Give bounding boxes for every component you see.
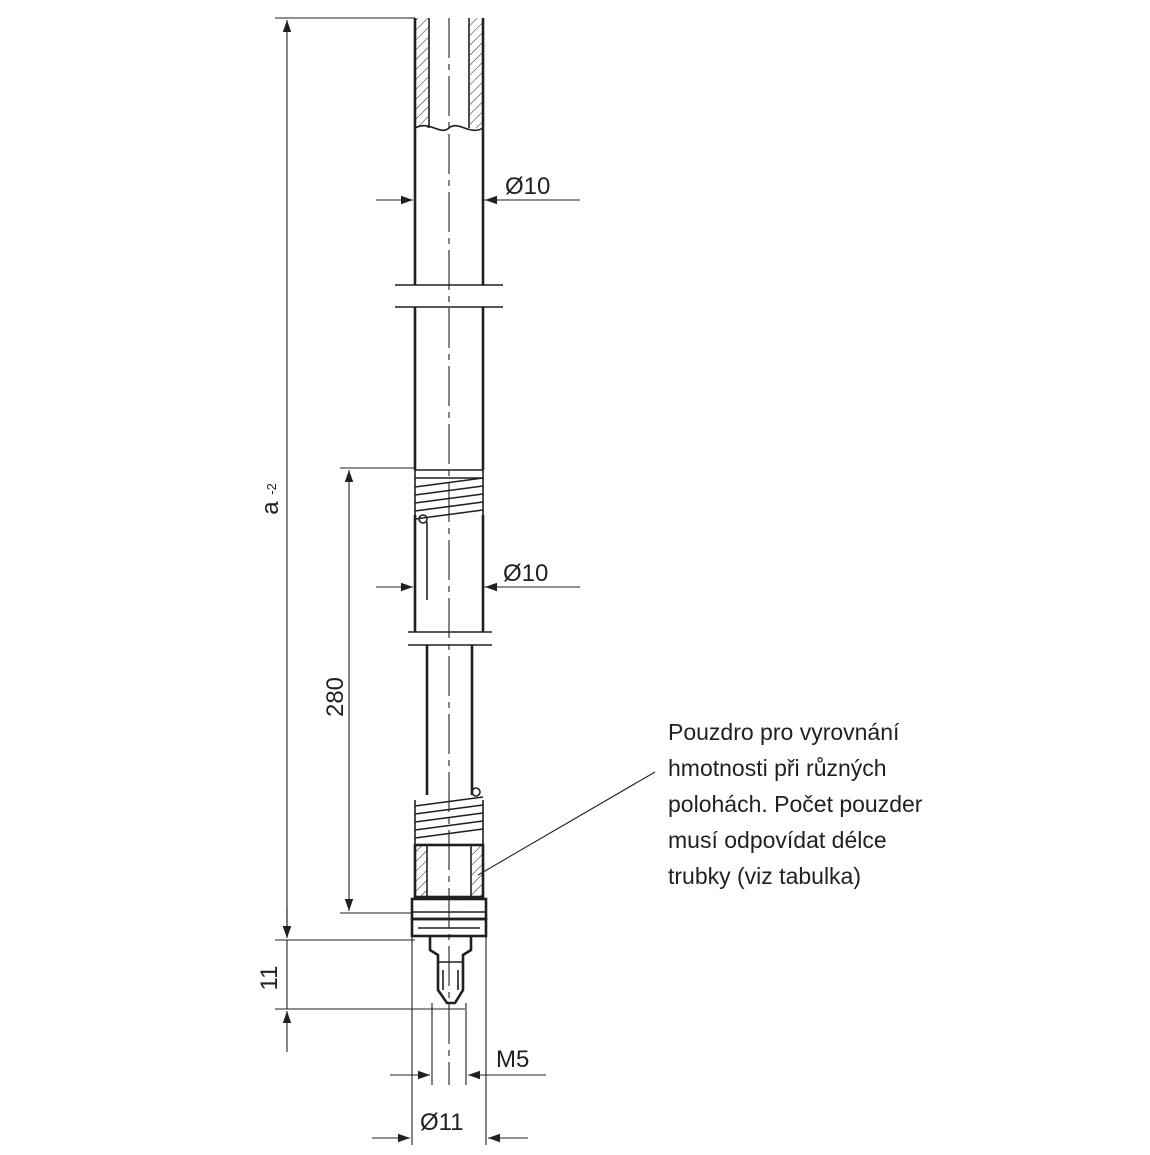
tube-diameter-middle-label: Ø10 [503, 560, 548, 587]
dim-tube-diameter-middle: Ø10 [376, 560, 580, 592]
callout: Pouzdro pro vyrovnání hmotnosti při různ… [477, 719, 923, 889]
tube-diameter-top-label: Ø10 [505, 173, 550, 200]
callout-leader-line [477, 771, 656, 876]
dim-end-diameter: Ø11 [372, 936, 528, 1145]
dim-sleeve-length: 280 [322, 467, 415, 914]
end-diameter-label: Ø11 [420, 1109, 464, 1136]
thread-length-label: 11 [256, 966, 283, 991]
callout-line-3: polohách. Počet pouzder [668, 791, 923, 817]
svg-text:a -2: a -2 [257, 483, 284, 515]
wall-hatch-left [416, 18, 428, 128]
overall-length-label: a [257, 501, 284, 515]
dim-thread-size: M5 [390, 1003, 546, 1085]
sleeve-length-label: 280 [322, 677, 349, 717]
dim-tube-diameter-top: Ø10 [376, 173, 580, 205]
tube-body [395, 18, 503, 1085]
overall-length-tolerance: -2 [264, 483, 279, 495]
thread-size-label: M5 [496, 1046, 529, 1073]
wall-hatch-right [470, 18, 482, 128]
dim-overall-length: a -2 [257, 17, 415, 941]
callout-line-5: trubky (viz tabulka) [668, 863, 861, 889]
callout-line-2: hmotnosti při různých [668, 755, 887, 781]
callout-line-1: Pouzdro pro vyrovnání [668, 719, 900, 745]
callout-line-4: musí odpovídat délce [668, 827, 887, 853]
dim-thread-length: 11 [256, 908, 465, 1052]
